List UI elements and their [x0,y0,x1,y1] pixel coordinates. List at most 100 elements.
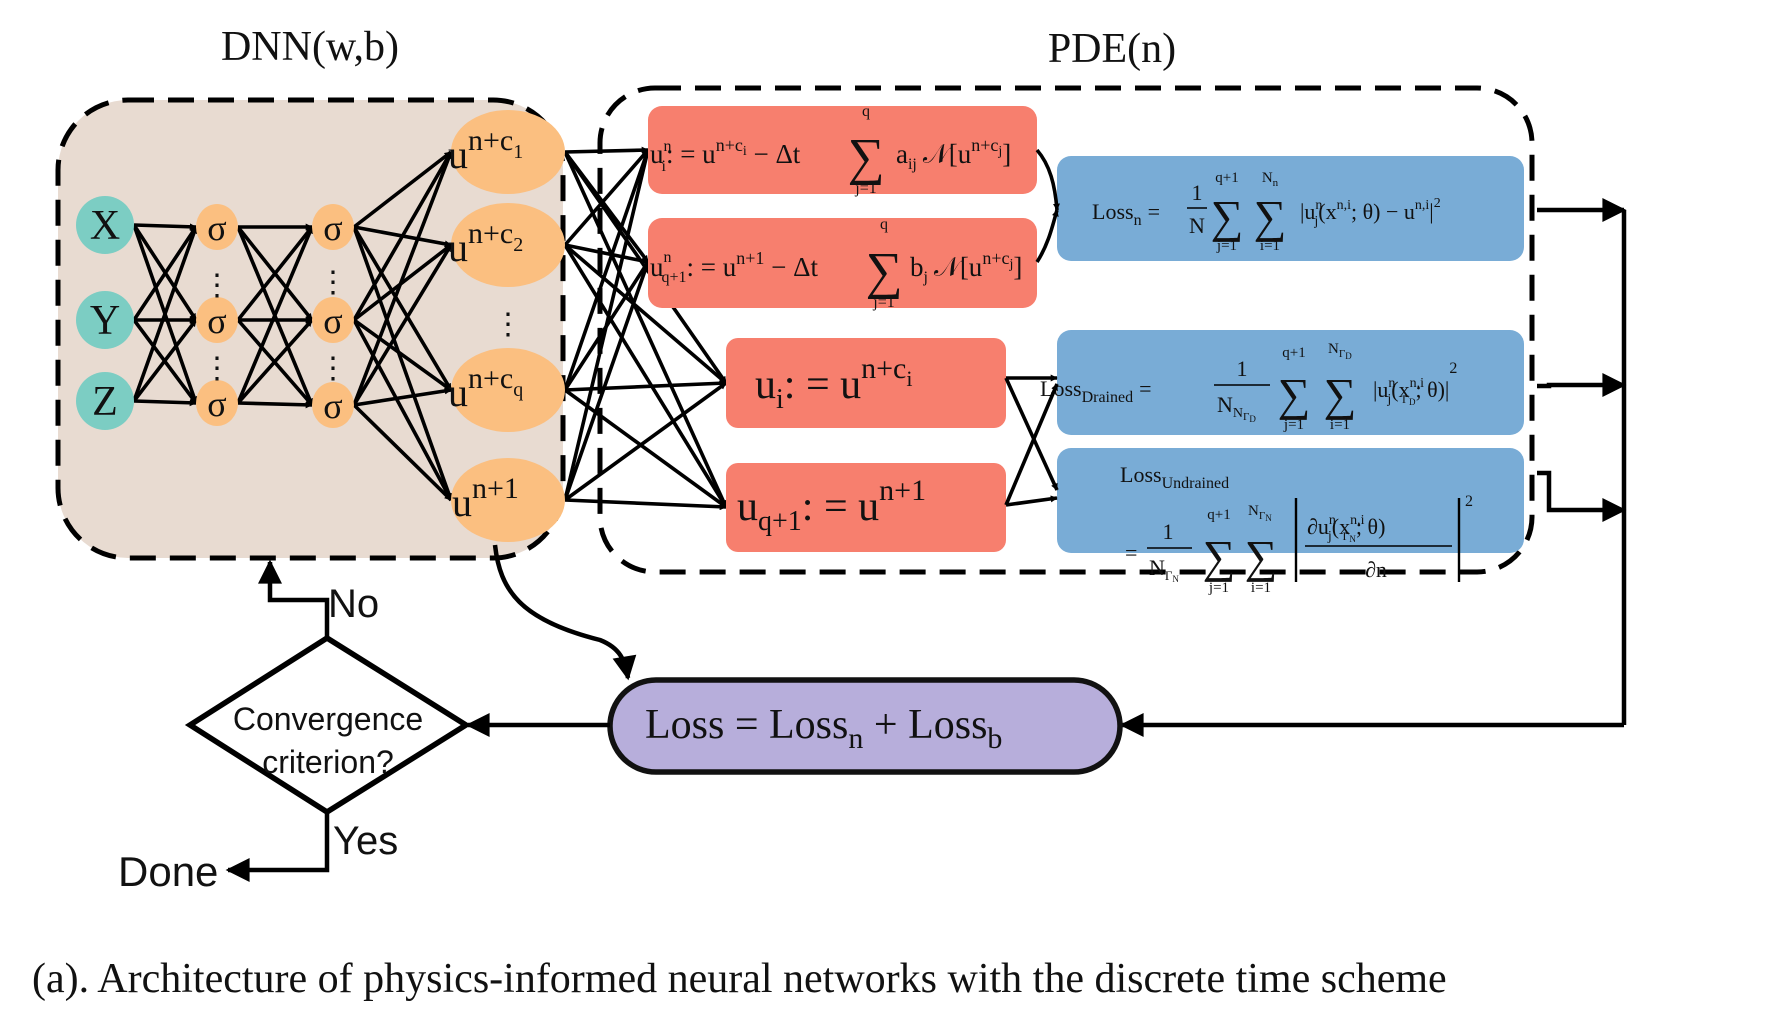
input-layer: X Y Z [76,196,134,430]
arrow [1537,470,1627,522]
input-label-y: Y [90,298,120,344]
hidden-node [312,204,354,250]
sum-sign: ∑ [1203,531,1236,582]
output-label-n1: un+1 [452,472,519,525]
arrow [492,544,637,681]
network-edge [352,403,453,502]
output-label-1: un+c1 [448,124,523,177]
network-edge [237,401,313,409]
sum-sign: ∑ [1254,191,1287,242]
sum-bottom: j=1 [854,180,876,197]
network-edge [132,226,198,402]
sum-bottom: i=1 [1330,417,1350,433]
yes-label: Yes [333,819,398,863]
arrow [1537,373,1627,397]
activation-label: σ [323,208,342,248]
sum-bottom: j=1 [1283,417,1304,433]
sum-bottom: i=1 [1260,238,1280,254]
sum-sign: ∑ [1211,191,1244,242]
ellipsis: ⋮ [318,352,348,385]
arrow [1004,383,1059,506]
dnn-title: DNN(w,b) [221,24,399,70]
arrow [225,812,330,882]
sum-top: q [880,216,888,233]
output-node-q [451,348,565,432]
sum-bottom: j=1 [1208,580,1229,596]
equation-box-4: uq+1: = un+1 [726,463,1006,552]
frac-den: NNΓD [1217,392,1256,424]
figure-caption: (a). Architecture of physics-informed ne… [32,956,1447,1002]
network-edge [352,226,453,391]
network-edge [564,379,727,392]
ellipsis: ⋮ [202,352,232,385]
network-edge [236,225,314,322]
input-node-z [76,372,134,430]
ellipsis: ⋮ [493,308,523,341]
network-edge [132,318,198,403]
pde-panel [597,85,1535,575]
arrow [1035,148,1060,211]
network-edge [563,388,728,509]
loss-undrained-box: LossUndrained = 1 NΓN ∑ q+1 j=1 ∑ NΓN i=… [1057,448,1524,596]
sum-top: NΓD [1328,341,1352,361]
network-edge [236,318,314,405]
sum-sign: ∑ [1245,531,1278,582]
hidden-node [196,204,238,250]
network-edge [563,149,650,501]
sum-sign: ∑ [865,243,902,300]
network-edge [563,151,728,508]
network-edge [132,226,198,321]
output-node-2 [451,203,565,287]
network-edge [564,146,649,154]
network-edge [564,243,649,265]
hidden-node [196,297,238,343]
network-edge [352,319,453,501]
frac-num: 1 [1237,356,1248,381]
network-edge [563,149,650,391]
sum-top: Nn [1262,170,1279,189]
loss-drained-box: LossDrained= 1 NNΓD ∑ q+1 j=1 ∑ NΓD i=1 … [1040,330,1524,435]
network-edge [563,244,728,508]
sum-top: NΓN [1248,503,1272,523]
activation-label: σ [207,301,226,341]
input-label-z: Z [92,379,118,425]
frac-den: NΓN [1149,555,1179,584]
hidden-layer-1: σ σ σ ⋮ ⋮ [196,204,238,426]
sum-bottom: j=1 [872,294,894,311]
input-label-x: X [90,203,120,249]
arrow [258,559,330,638]
output-label-2: un+c2 [448,217,523,270]
total-loss-formula: Loss = Lossn + Lossb [645,702,1002,755]
output-layer: un+c1 un+c2 ⋮ un+cq un+1 [448,110,565,542]
output-to-equation-edges [563,146,728,511]
loss-collector [1119,198,1627,737]
total-loss-node: Loss = Lossn + Lossb [607,677,1123,775]
hidden-node [312,382,354,428]
output-node-1 [451,110,565,194]
decision-line-2: criterion? [262,744,394,780]
equation-3: ui: = un+ci [755,352,913,415]
hidden-layer-2: σ σ σ ⋮ ⋮ [312,204,354,428]
dnn-panel [55,97,566,561]
sum-sign: ∑ [847,129,884,186]
arrow [1035,209,1059,263]
output-node-n1 [451,458,565,542]
network-edge [563,381,728,502]
square-exponent: 2 [1465,493,1473,510]
network-edge [352,151,453,406]
activation-label: σ [323,301,342,341]
sum-top: q [862,103,870,120]
activation-label: σ [323,386,342,426]
activation-label: σ [207,384,226,424]
frac-num: 1 [1192,180,1203,205]
dnn-edges [132,150,453,502]
sum-bottom: j=1 [1216,238,1237,254]
input-node-x [76,196,134,254]
